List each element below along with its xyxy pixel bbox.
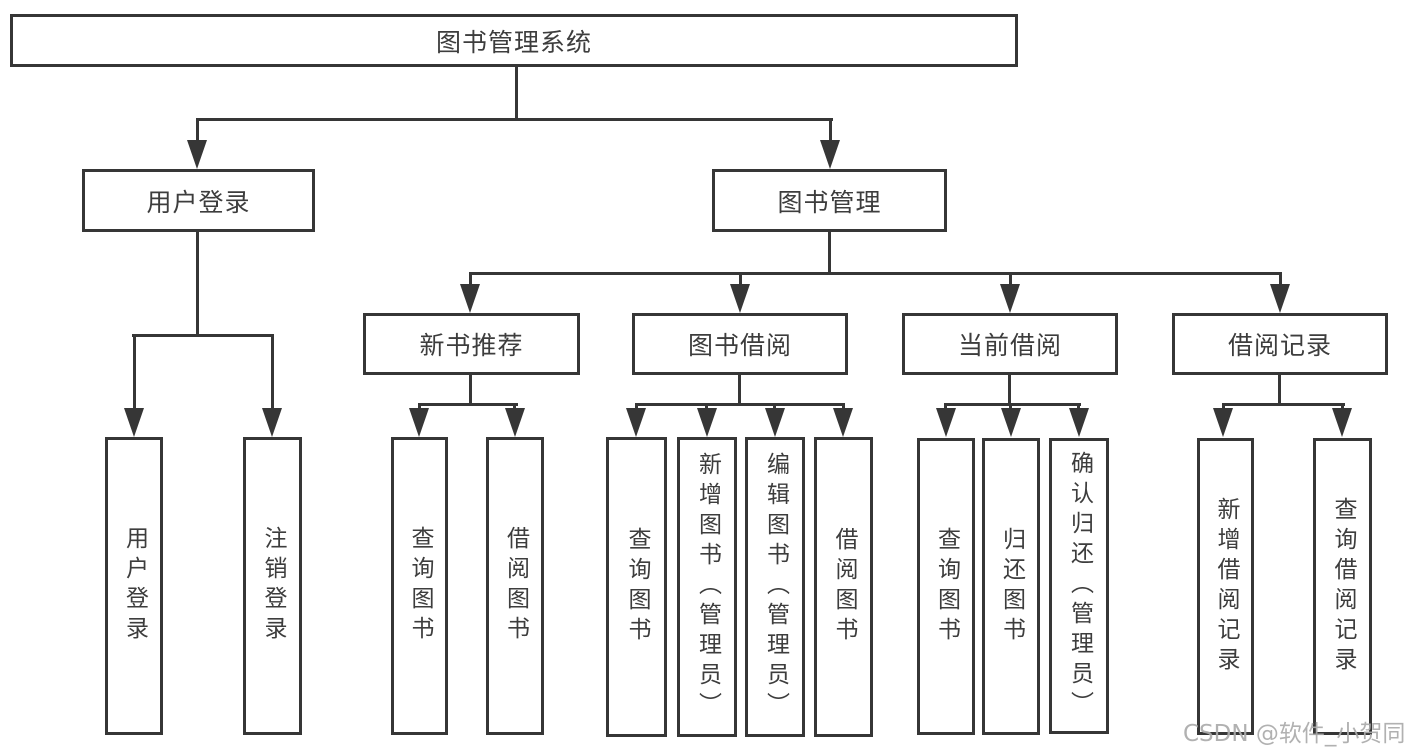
connector-currentborrow-vline <box>1008 375 1011 406</box>
connector-stem-borrowrecords <box>1279 272 1282 286</box>
connector-root-vline <box>515 67 518 121</box>
leaf-borrow-add-admin: 新增图书（管理员） <box>677 437 737 737</box>
arrowhead-leaf <box>1001 408 1021 437</box>
leaf-logout: 注销登录 <box>243 437 302 735</box>
connector-stem <box>1009 403 1012 411</box>
leaf-current-confirm-admin: 确认归还（管理员） <box>1049 438 1109 734</box>
connector-bookmgmt-vline <box>828 232 831 275</box>
connector-stem-currentborrow <box>1009 272 1012 286</box>
node-current-borrow: 当前借阅 <box>902 313 1118 375</box>
connector-stem-leaf-login <box>133 334 136 410</box>
connector-borrowrecords-hline <box>1222 403 1345 406</box>
node-borrow-records: 借阅记录 <box>1172 313 1388 375</box>
connector-stem-book-mgmt <box>829 118 832 144</box>
node-book-borrow: 图书借阅 <box>632 313 848 375</box>
arrowhead-leaf <box>626 408 646 437</box>
leaf-current-query: 查询图书 <box>917 438 975 735</box>
arrowhead-leaf <box>1332 408 1352 437</box>
leaf-current-return: 归还图书 <box>982 438 1040 735</box>
connector-stem-newbook <box>469 272 472 286</box>
node-root: 图书管理系统 <box>10 14 1018 67</box>
connector-stem <box>944 403 947 411</box>
node-user-login: 用户登录 <box>82 169 315 232</box>
arrowhead-borrowrecords <box>1270 284 1290 313</box>
arrowhead-bookborrow <box>730 284 750 313</box>
arrowhead-leaf <box>833 408 853 437</box>
arrowhead-leaf-logout <box>262 408 282 437</box>
connector-stem <box>1077 403 1080 411</box>
arrowhead-leaf-login <box>124 408 144 437</box>
leaf-user-login: 用户登录 <box>105 437 163 735</box>
arrowhead-leaf <box>936 408 956 437</box>
connector-stem <box>842 403 845 411</box>
leaf-borrow-edit-admin: 编辑图书（管理员） <box>745 437 805 737</box>
connector-stem <box>418 403 421 411</box>
connector-stem <box>773 403 776 411</box>
connector-stem <box>705 403 708 411</box>
leaf-records-add: 新增借阅记录 <box>1197 438 1254 735</box>
leaf-newbook-query: 查询图书 <box>391 437 448 735</box>
arrowhead-leaf <box>697 408 717 437</box>
connector-bookborrow-hline <box>635 403 845 406</box>
connector-stem-leaf-logout <box>271 334 274 410</box>
connector-stem-bookborrow <box>739 272 742 286</box>
connector-stem <box>635 403 638 411</box>
watermark: CSDN @软件_小贺同学 <box>1183 721 1405 747</box>
arrowhead-newbook <box>460 284 480 313</box>
connector-newbook-vline <box>469 375 472 406</box>
arrowhead-book-mgmt <box>820 140 840 169</box>
node-new-book-rec: 新书推荐 <box>363 313 580 375</box>
arrowhead-leaf <box>409 408 429 437</box>
connector-stem <box>1222 403 1225 411</box>
connector-userlogin-vline <box>196 232 199 337</box>
arrowhead-currentborrow <box>1000 284 1020 313</box>
connector-newbook-hline <box>418 403 518 406</box>
arrowhead-leaf <box>1069 408 1089 437</box>
arrowhead-leaf <box>505 408 525 437</box>
leaf-borrow-query: 查询图书 <box>606 437 667 737</box>
connector-bookborrow-vline <box>738 375 741 406</box>
connector-bookmgmt-hline <box>469 272 1282 275</box>
connector-borrowrecords-vline <box>1278 375 1281 406</box>
connector-currentborrow-hline <box>944 403 1081 406</box>
leaf-borrow-borrow: 借阅图书 <box>814 437 873 737</box>
connector-stem <box>513 403 516 411</box>
leaf-newbook-borrow: 借阅图书 <box>486 437 544 735</box>
arrowhead-leaf <box>765 408 785 437</box>
connector-stem <box>1341 403 1344 411</box>
connector-root-hline <box>196 118 833 121</box>
arrowhead-leaf <box>1213 408 1233 437</box>
leaf-records-query: 查询借阅记录 <box>1313 438 1372 735</box>
node-book-mgmt: 图书管理 <box>712 169 947 232</box>
connector-userlogin-hline <box>132 334 274 337</box>
arrowhead-user-login <box>187 140 207 169</box>
connector-stem-user-login <box>196 118 199 144</box>
